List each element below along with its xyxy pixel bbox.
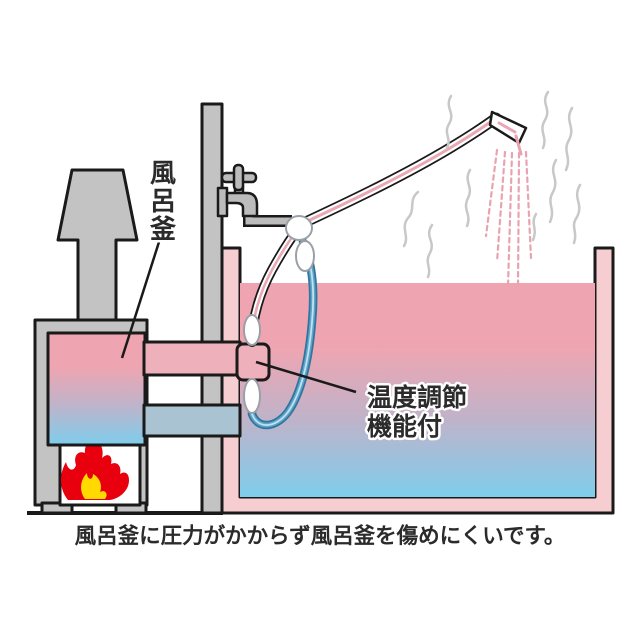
caption: 風呂釜に圧力がかからず風呂釜を傷めにくいです。 — [75, 523, 566, 548]
faucet-handle-nub — [232, 163, 245, 192]
outdoor-wall — [200, 102, 224, 515]
water-spray-line — [524, 150, 533, 260]
boiler-tank — [46, 331, 147, 447]
cold-hose — [247, 237, 318, 430]
boiler-label-char: 風 — [150, 158, 176, 188]
hose-fitting — [295, 240, 315, 272]
flame-inner — [81, 473, 107, 499]
water-spray-line — [516, 151, 521, 290]
boiler-label-char: 呂 — [150, 186, 176, 216]
shower-wand — [291, 110, 528, 232]
steam-curl — [402, 190, 420, 248]
water-spray-stream — [514, 134, 523, 156]
water-spray-line — [484, 148, 499, 238]
steam-curl — [548, 158, 558, 224]
faucet-body — [225, 191, 259, 218]
water-spray-line — [495, 150, 507, 264]
temperature-label-line1: 温度調節 — [367, 383, 467, 412]
water-spray — [484, 134, 533, 290]
temp-leader-line — [255, 360, 357, 394]
boiler-left-foot — [40, 501, 74, 515]
temperature-label-line2: 機能付 — [367, 412, 442, 441]
steam-curl — [572, 183, 582, 245]
hot-water-pipe — [142, 340, 242, 377]
cold-hose-highlight — [251, 241, 314, 426]
shower-head-water — [497, 121, 517, 134]
temperature-control-unit — [235, 342, 271, 382]
boiler-label: 風 呂 釜 — [146, 156, 179, 247]
shower-wand-water — [295, 116, 498, 228]
hose-fitting — [243, 378, 261, 414]
faucet-flange — [216, 186, 229, 218]
hose-fitting — [243, 314, 261, 346]
chimney — [56, 168, 139, 324]
water-spray-line — [506, 151, 514, 288]
temperature-label: 温度調節 機能付 — [365, 381, 470, 444]
steam — [402, 90, 582, 279]
faucet — [216, 163, 292, 227]
flame-outer — [60, 437, 130, 500]
steam-curl — [426, 223, 434, 279]
boiler-leader-line — [120, 241, 161, 359]
steam-curl — [445, 94, 453, 150]
boiler-label-char: 釜 — [149, 214, 177, 244]
hose-connector — [285, 215, 313, 241]
faucet-outlet-pipe — [245, 216, 292, 225]
cold-water-pipe — [142, 403, 242, 438]
steam-curl — [564, 106, 574, 172]
steam-curl — [464, 168, 472, 228]
steam-curl — [541, 90, 550, 150]
steam-curl — [531, 212, 538, 242]
